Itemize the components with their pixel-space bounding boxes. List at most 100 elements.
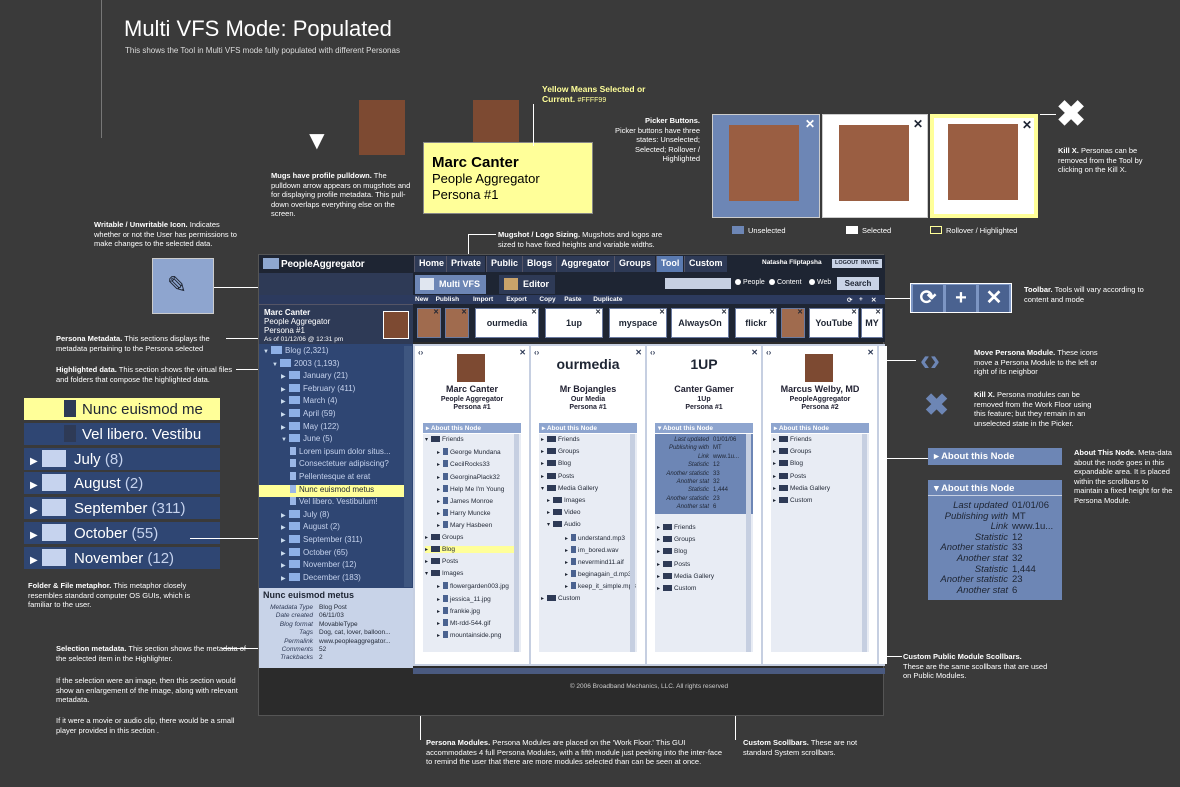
- tree-folder[interactable]: ▼June (5): [259, 434, 404, 446]
- chevron-right-icon[interactable]: ▸: [773, 437, 777, 443]
- search-input[interactable]: [665, 278, 731, 289]
- module-folder[interactable]: ▸Posts: [425, 558, 459, 565]
- module-file[interactable]: ▸Mary Hasbeen: [437, 521, 493, 530]
- tab-multi-vfs[interactable]: Multi VFS: [415, 275, 486, 294]
- logo[interactable]: PeopleAggregator: [263, 258, 365, 270]
- chevron-right-icon[interactable]: ▶: [281, 424, 286, 431]
- chevron-down-icon[interactable]: ▾: [547, 522, 551, 529]
- nav-tab-blogs[interactable]: Blogs: [522, 256, 557, 272]
- tool-import[interactable]: Import: [473, 296, 494, 303]
- module-folder[interactable]: ▸Posts: [657, 560, 691, 568]
- radio-web[interactable]: Web: [809, 279, 831, 286]
- module-file[interactable]: ▸George Mundana: [437, 448, 501, 457]
- close-icon[interactable]: ✕: [875, 309, 881, 316]
- move-arrows-icon[interactable]: ‹›: [534, 348, 540, 357]
- chevron-down-icon[interactable]: ▾: [541, 485, 545, 492]
- close-icon[interactable]: ✕: [595, 309, 601, 316]
- invite-button[interactable]: INVITE: [858, 259, 882, 268]
- module-file[interactable]: ▸Help Me I'm Young: [437, 484, 505, 493]
- tree-scrollbar[interactable]: [404, 346, 412, 587]
- close-icon[interactable]: ✕: [635, 348, 642, 357]
- module-file[interactable]: ▸Harry Muncke: [437, 509, 491, 518]
- chevron-right-icon[interactable]: ▸: [773, 498, 777, 504]
- tree-file[interactable]: Vel libero. Vestibulum!: [259, 497, 404, 509]
- module-folder[interactable]: ▾Media Gallery: [541, 484, 599, 492]
- picker-button[interactable]: AlwaysOn✕: [671, 308, 729, 338]
- chevron-right-icon[interactable]: ▸: [541, 461, 545, 468]
- module-folder[interactable]: ▸Media Gallery: [773, 484, 831, 492]
- refresh-icon[interactable]: ⟳: [847, 297, 853, 304]
- chevron-right-icon[interactable]: ▸: [541, 595, 545, 602]
- picker-unselected[interactable]: ✕: [712, 114, 820, 218]
- chevron-right-icon[interactable]: ▸: [437, 584, 441, 591]
- module-file[interactable]: ▸GeorginaPlack32: [437, 472, 500, 481]
- module-folder[interactable]: ▾Friends: [425, 436, 464, 443]
- chevron-right-icon[interactable]: ▶: [281, 550, 286, 557]
- module-folder[interactable]: ▸Blog: [773, 460, 804, 468]
- chevron-right-icon[interactable]: ▸: [437, 511, 441, 518]
- module-folder[interactable]: ▸Groups: [425, 533, 464, 541]
- radio-people[interactable]: People: [735, 279, 765, 286]
- picker-button[interactable]: flickr✕: [735, 308, 777, 338]
- close-icon[interactable]: ✕: [433, 309, 439, 316]
- chevron-right-icon[interactable]: ▸: [773, 473, 777, 480]
- picker-button[interactable]: MY✕: [861, 308, 883, 338]
- tree-folder[interactable]: ▶March (4): [259, 396, 404, 408]
- close-icon[interactable]: ✕: [519, 348, 526, 357]
- picker-button[interactable]: ✕: [781, 308, 805, 338]
- chevron-right-icon[interactable]: ▸: [773, 485, 777, 492]
- chevron-right-icon[interactable]: ▸: [437, 450, 441, 457]
- close-icon[interactable]: ✕: [659, 309, 665, 316]
- module-folder[interactable]: ▸Groups: [541, 448, 580, 456]
- picker-selected[interactable]: ✕: [822, 114, 928, 218]
- chevron-right-icon[interactable]: ▸: [541, 437, 545, 443]
- tool-export[interactable]: Export: [506, 296, 527, 303]
- tree-file[interactable]: Pellentesque at erat: [259, 472, 404, 484]
- tab-editor[interactable]: Editor: [499, 275, 555, 294]
- chevron-right-icon[interactable]: ▸: [657, 549, 661, 556]
- chevron-right-icon[interactable]: ▶: [281, 538, 286, 544]
- chevron-right-icon[interactable]: ▸: [437, 486, 441, 493]
- tool-publish[interactable]: Publish: [435, 296, 460, 303]
- about-node-collapsed[interactable]: ▸ About this Node: [928, 448, 1062, 465]
- chevron-right-icon[interactable]: ▶: [281, 575, 286, 582]
- module-file[interactable]: ▸keep_it_simple.mp3: [565, 582, 636, 591]
- chevron-down-icon[interactable]: ▼: [281, 437, 287, 444]
- about-node-toggle[interactable]: ▸ About this Node: [423, 423, 521, 433]
- chevron-right-icon[interactable]: ▸: [565, 572, 569, 579]
- nav-tab-custom[interactable]: Custom: [684, 256, 727, 272]
- chevron-right-icon[interactable]: ▸: [773, 461, 777, 468]
- tree-folder[interactable]: ▶December (183): [259, 572, 404, 585]
- module-folder[interactable]: ▸Friends: [773, 436, 812, 443]
- module-file[interactable]: ▸jessica_11.jpg: [437, 594, 491, 603]
- move-arrows-icon[interactable]: ‹›: [766, 348, 772, 357]
- chevron-right-icon[interactable]: ▸: [437, 474, 441, 481]
- chevron-right-icon[interactable]: ▸: [437, 633, 441, 640]
- picker-button[interactable]: ✕: [417, 308, 441, 338]
- module-folder[interactable]: ▸Posts: [541, 472, 575, 480]
- chevron-right-icon[interactable]: ▸: [425, 546, 429, 553]
- logout-button[interactable]: LOGOUT: [832, 259, 862, 268]
- picker-button[interactable]: myspace✕: [609, 308, 667, 338]
- close-icon[interactable]: ✕: [797, 309, 803, 316]
- chevron-right-icon[interactable]: ▸: [547, 498, 551, 504]
- chevron-right-icon[interactable]: ▸: [565, 584, 569, 591]
- module-folder[interactable]: ▸Friends: [657, 524, 696, 531]
- chevron-right-icon[interactable]: ▸: [541, 473, 545, 480]
- chevron-right-icon[interactable]: ▸: [657, 525, 661, 531]
- module-folder[interactable]: ▸Blog: [657, 548, 688, 556]
- picker-button[interactable]: ✕: [445, 308, 469, 338]
- about-node-toggle[interactable]: ▸ About this Node: [771, 423, 869, 433]
- chevron-right-icon[interactable]: ▶: [281, 399, 286, 406]
- tool-duplicate[interactable]: Duplicate: [593, 296, 623, 303]
- close-icon[interactable]: ✕: [871, 297, 877, 304]
- module-folder[interactable]: ▸Groups: [657, 536, 696, 544]
- chevron-right-icon[interactable]: ▶: [281, 512, 286, 519]
- module-folder[interactable]: ▸Custom: [657, 585, 697, 592]
- chevron-right-icon[interactable]: ▸: [657, 561, 661, 568]
- picker-button[interactable]: 1up✕: [545, 308, 603, 338]
- module-file[interactable]: ▸James Monroe: [437, 497, 493, 505]
- chevron-right-icon[interactable]: ▸: [773, 449, 777, 456]
- module-scrollbar[interactable]: [862, 434, 867, 652]
